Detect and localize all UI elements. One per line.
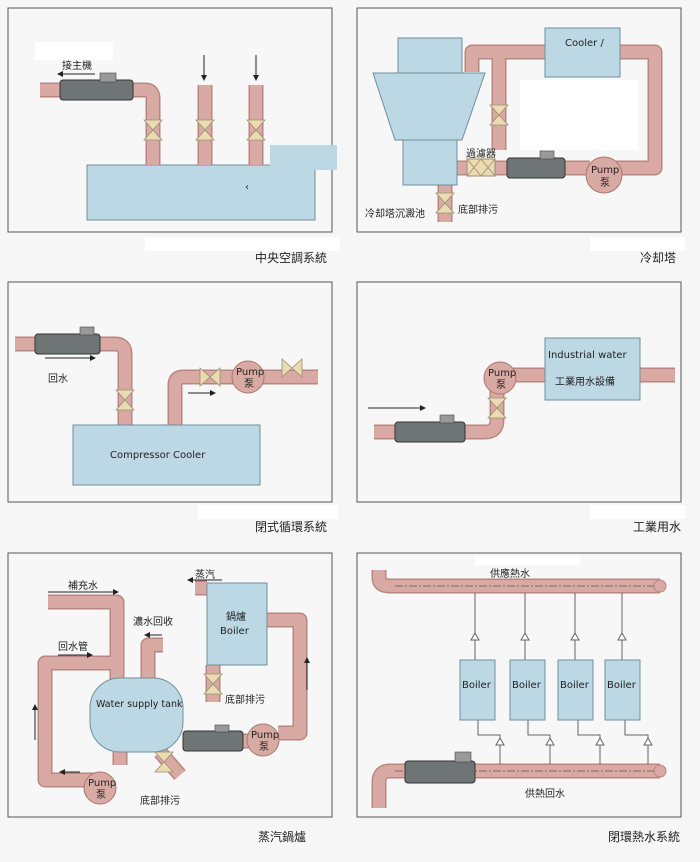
panel-central-air-conditioning: 接主機 ‹ 中央空調系統 xyxy=(7,7,340,265)
label-drain: 底部排污 xyxy=(458,203,498,216)
caption: 冷却塔 xyxy=(640,251,676,265)
caption: 閉環熱水系統 xyxy=(608,830,680,844)
panel-closed-hot-water: Boiler Boiler Boiler Boiler 供應熱水 供熱回水 閉環… xyxy=(356,552,682,844)
label-boiler-cn: 鍋爐 xyxy=(226,610,246,623)
label-return-pipe: 回水管 xyxy=(58,640,88,653)
panel-industrial-water: Industrial water 工業用水設備 Pump 泵 工業用水 xyxy=(356,281,685,534)
label-pump-cn: 泵 xyxy=(244,378,254,390)
label-pump: Pump xyxy=(251,730,279,741)
label-basin: 冷却塔沉澱池 xyxy=(365,207,425,220)
caption: 中央空調系統 xyxy=(255,250,327,265)
label-boiler-en: Boiler xyxy=(220,626,250,637)
label-equip-en: Industrial water xyxy=(548,350,627,361)
label-steam: 蒸汽 xyxy=(195,568,215,581)
label-pump: Pump xyxy=(591,165,619,176)
flow-meter xyxy=(34,333,101,355)
flow-meter xyxy=(506,157,566,179)
label-boiler: Boiler xyxy=(512,680,542,691)
label-pump-cn: 泵 xyxy=(600,177,610,189)
label-condensate: 濃水回收 xyxy=(133,615,173,628)
water-supply-tank xyxy=(89,677,184,753)
label-pump-cn: 泵 xyxy=(259,741,269,753)
flow-meter xyxy=(59,79,134,101)
label-pump: Pump xyxy=(236,367,264,378)
pump xyxy=(246,723,280,757)
pump xyxy=(231,360,265,394)
boiler: Boiler xyxy=(557,659,594,721)
label-tank: Compressor Cooler xyxy=(110,450,206,461)
panel-steam-boiler: Water supply tank 鍋爐 Boiler Pump 泵 Pump … xyxy=(7,552,333,844)
pump xyxy=(83,771,117,805)
label-makeup: 補充水 xyxy=(68,579,98,592)
label-pump: Pump xyxy=(488,368,516,379)
boiler xyxy=(206,582,268,666)
label-cooler: Cooler / xyxy=(565,38,604,49)
label-mark: ‹ xyxy=(245,182,249,193)
caption: 閉式循環系統 xyxy=(255,520,327,534)
flow-meter xyxy=(404,760,476,784)
label-filter: 過濾器 xyxy=(466,147,496,160)
filter xyxy=(466,158,496,177)
label-return: 回水 xyxy=(48,373,68,385)
flow-meter xyxy=(394,421,466,443)
panel-closed-loop: Compressor Cooler Pump 泵 回水 閉式循環系統 xyxy=(7,281,338,534)
label-supply: 供應熱水 xyxy=(490,567,530,580)
label-drain: 底部排污 xyxy=(140,794,180,807)
label-pump-cn: 泵 xyxy=(96,789,106,801)
label-boiler: Boiler xyxy=(560,680,590,691)
label-drain: 底部排污 xyxy=(225,693,265,706)
caption: 蒸汽鍋爐 xyxy=(258,829,306,844)
label-pump: Pump xyxy=(88,778,116,789)
industrial-water-equipment xyxy=(544,337,641,401)
boiler: Boiler xyxy=(509,659,546,721)
water-tank xyxy=(86,164,316,221)
pump xyxy=(483,361,517,395)
panel-cooling-tower: Cooler / Pump 泵 過濾器 底部排污 冷却塔沉澱池 冷却塔 xyxy=(356,7,685,265)
compressor-cooler-tank xyxy=(72,424,261,486)
label-tank: Water supply tank xyxy=(96,699,183,710)
pump xyxy=(585,156,623,194)
flow-meter xyxy=(182,730,244,752)
cooling-tower xyxy=(372,37,486,186)
label-return: 供熱回水 xyxy=(525,787,565,800)
label-pump-cn: 泵 xyxy=(496,379,506,391)
caption: 工業用水 xyxy=(633,520,681,534)
label-boiler: Boiler xyxy=(607,680,637,691)
boiler: Boiler xyxy=(459,659,496,721)
label-boiler: Boiler xyxy=(462,680,492,691)
label-equip-cn: 工業用水設備 xyxy=(555,375,615,388)
boiler: Boiler xyxy=(604,659,641,721)
label-to-main: 接主機 xyxy=(62,59,92,72)
cooler-box xyxy=(544,27,621,78)
